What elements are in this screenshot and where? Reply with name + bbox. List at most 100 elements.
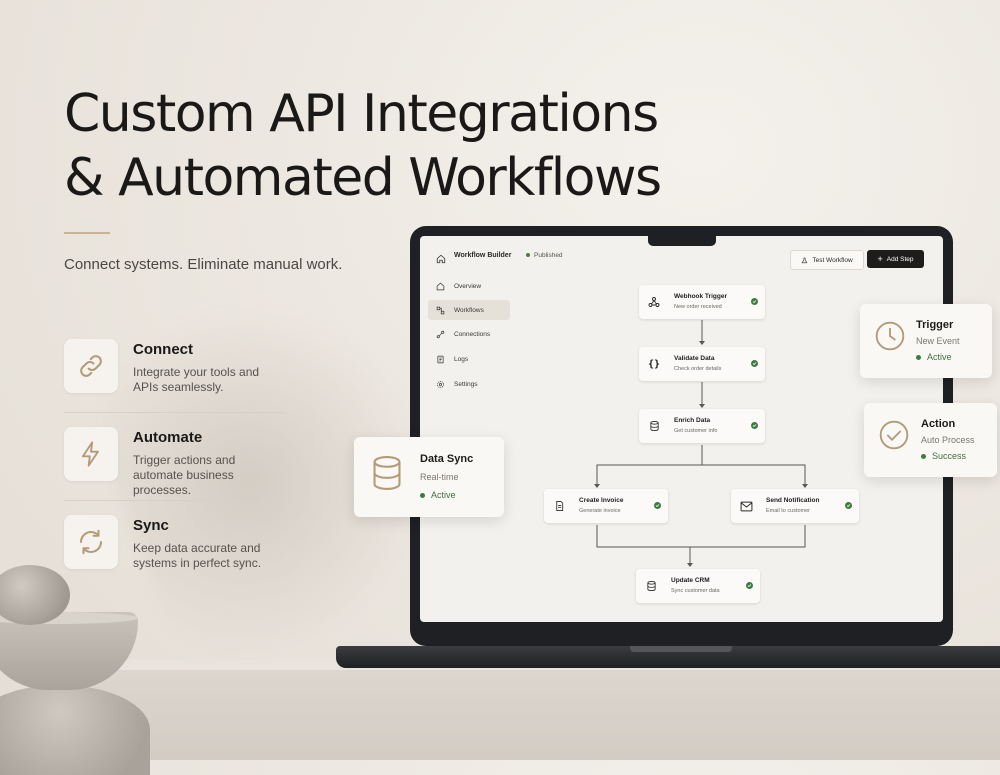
card-status-text: Active xyxy=(431,490,456,500)
arrowhead xyxy=(687,563,693,567)
arrowhead xyxy=(699,404,705,408)
node-send-notification[interactable]: Send Notification Email to customer xyxy=(731,489,859,523)
status-dot xyxy=(921,454,926,460)
card-title: Trigger xyxy=(916,319,954,331)
workflow-icon xyxy=(432,306,448,315)
node-update-crm[interactable]: Update CRM Sync customer data xyxy=(636,569,760,603)
status-dot xyxy=(420,493,425,499)
hero-title-line-2: & Automated Workflows xyxy=(64,148,662,208)
node-title: Send Notification xyxy=(766,497,820,504)
node-subtitle: Email to customer xyxy=(766,508,811,514)
laptop-lip xyxy=(630,646,732,652)
test-workflow-button[interactable]: Test Workflow xyxy=(790,250,864,270)
check-circle-icon xyxy=(878,419,910,456)
card-status: Success xyxy=(921,451,966,461)
stone-sphere xyxy=(0,565,70,625)
check-icon xyxy=(845,502,852,509)
card-status: Active xyxy=(916,352,952,362)
sidebar-item-label: Overview xyxy=(454,282,482,290)
webhook-icon xyxy=(647,295,661,309)
status-dot xyxy=(526,253,530,258)
status-badge: Published xyxy=(526,252,563,259)
connector-line xyxy=(596,525,806,548)
flask-icon xyxy=(802,257,808,263)
feature-sync: Sync Keep data accurate and systems in p… xyxy=(64,515,284,589)
feature-divider xyxy=(64,412,284,413)
node-title: Update CRM xyxy=(671,577,710,584)
sidebar-item-label: Workflows xyxy=(454,306,484,314)
card-subtitle: Auto Process xyxy=(921,435,975,445)
action-card: Action Auto Process Success xyxy=(864,403,997,477)
node-subtitle: Get customer info xyxy=(674,428,718,434)
connections-icon xyxy=(432,330,448,339)
mail-icon xyxy=(739,499,753,513)
connector-line xyxy=(702,464,806,487)
sidebar-item-overview[interactable]: Overview xyxy=(428,276,510,296)
arrowhead xyxy=(699,341,705,345)
card-status-text: Success xyxy=(932,451,967,461)
home-icon[interactable] xyxy=(436,251,446,269)
check-icon xyxy=(746,582,753,589)
feature-title: Automate xyxy=(133,429,203,446)
accent-divider xyxy=(64,232,110,234)
card-subtitle: New Event xyxy=(916,336,960,346)
connector-line xyxy=(596,445,703,487)
database-icon xyxy=(644,579,658,593)
clock-icon xyxy=(874,320,906,357)
node-subtitle: Sync customer data xyxy=(671,588,720,594)
link-icon xyxy=(64,339,118,393)
check-icon xyxy=(654,502,661,509)
feature-automate: Automate Trigger actions and automate bu… xyxy=(64,427,284,501)
node-subtitle: Generate invoice xyxy=(579,508,621,514)
document-icon xyxy=(552,499,566,513)
tagline: Connect systems. Eliminate manual work. xyxy=(64,256,343,273)
feature-description: Trigger actions and automate business pr… xyxy=(133,453,236,497)
sidebar-item-label: Settings xyxy=(454,380,478,388)
braces-icon: {} xyxy=(647,358,661,370)
card-status-text: Active xyxy=(927,352,952,362)
card-title: Data Sync xyxy=(420,453,474,465)
sidebar-item-label: Connections xyxy=(454,330,491,338)
feature-description: Keep data accurate and systems in perfec… xyxy=(133,541,262,570)
check-icon xyxy=(751,298,758,305)
sidebar-item-label: Logs xyxy=(454,355,469,363)
lightning-icon xyxy=(64,427,118,481)
sync-icon xyxy=(64,515,118,569)
feature-title: Sync xyxy=(133,517,169,534)
node-create-invoice[interactable]: Create Invoice Generate invoice xyxy=(544,489,668,523)
laptop-base xyxy=(336,646,1000,668)
data-sync-card: Data Sync Real-time Active xyxy=(354,437,504,517)
sidebar-item-settings[interactable]: Settings xyxy=(428,374,510,394)
check-icon xyxy=(751,360,758,367)
table-surface xyxy=(90,660,1000,760)
database-icon xyxy=(370,455,404,496)
arrowhead xyxy=(594,484,600,488)
arrowhead xyxy=(802,484,808,488)
status-text: Published xyxy=(534,252,563,259)
node-enrich-data[interactable]: Enrich Data Get customer info xyxy=(639,409,765,443)
status-dot xyxy=(916,355,921,361)
logs-icon xyxy=(432,355,448,364)
node-subtitle: Check order details xyxy=(674,366,722,372)
feature-description: Integrate your tools and APIs seamlessly… xyxy=(133,365,260,394)
laptop-screen: Workflow Builder Published Test Workflow… xyxy=(420,236,943,622)
node-webhook-trigger[interactable]: Webhook Trigger New order received xyxy=(639,285,765,319)
sidebar-item-logs[interactable]: Logs xyxy=(428,349,510,369)
database-icon xyxy=(647,419,661,433)
trigger-card: Trigger New Event Active xyxy=(860,304,992,378)
node-validate-data[interactable]: {} Validate Data Check order details xyxy=(639,347,765,381)
sidebar-item-workflows[interactable]: Workflows xyxy=(428,300,510,320)
sidebar-item-connections[interactable]: Connections xyxy=(428,324,510,344)
plus-icon: + xyxy=(877,254,883,264)
grid-icon xyxy=(432,282,448,291)
add-step-button[interactable]: + Add Step xyxy=(867,250,924,268)
feature-title: Connect xyxy=(133,341,193,358)
app-title: Workflow Builder xyxy=(454,252,512,259)
hero-title-line-1: Custom API Integrations xyxy=(64,84,659,144)
card-status: Active xyxy=(420,490,456,500)
feature-divider xyxy=(64,500,284,501)
hero-title: Custom API Integrations & Automated Work… xyxy=(64,82,662,210)
node-title: Webhook Trigger xyxy=(674,293,727,300)
check-icon xyxy=(751,422,758,429)
add-step-label: Add Step xyxy=(886,255,914,263)
